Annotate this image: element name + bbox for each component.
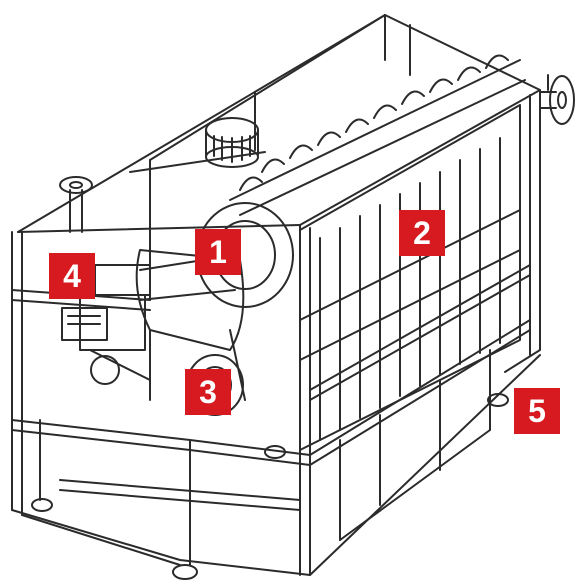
callout-label: 5 bbox=[528, 393, 546, 429]
frame-front-posts bbox=[11, 94, 531, 576]
callout-label: 3 bbox=[199, 374, 217, 410]
water-outlet-flange bbox=[539, 74, 575, 125]
frame-rear-top bbox=[17, 14, 541, 373]
callout-3-box bbox=[185, 369, 231, 415]
callout-label: 1 bbox=[209, 234, 227, 270]
callout-backgrounds bbox=[49, 210, 560, 434]
callout-label: 4 bbox=[63, 258, 81, 294]
callout-label: 2 bbox=[413, 215, 431, 251]
water-inlet-flange bbox=[59, 176, 93, 233]
top-manifold-clamps bbox=[229, 54, 526, 216]
callout-4-box bbox=[49, 253, 95, 299]
caster-wheels bbox=[31, 393, 509, 580]
callout-2-box bbox=[399, 210, 445, 256]
callout-1-box bbox=[195, 229, 241, 275]
callout-5-box bbox=[514, 388, 560, 434]
heat-exchanger-bank bbox=[299, 104, 521, 451]
exhaust-vent-cap bbox=[205, 117, 259, 168]
gas-train bbox=[61, 264, 151, 385]
frame-base-supports bbox=[189, 349, 491, 566]
